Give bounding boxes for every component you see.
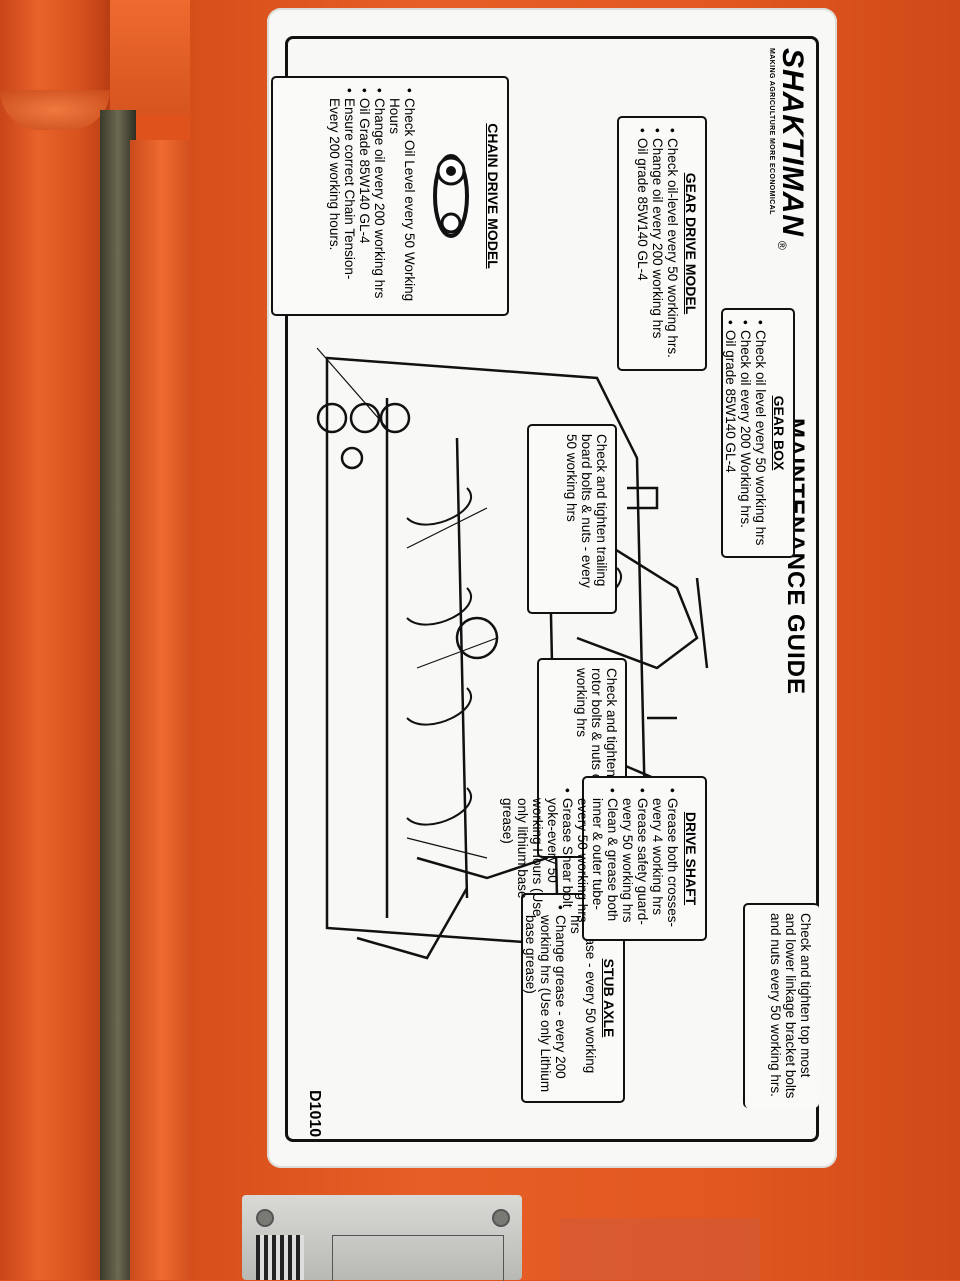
chain-drive-item: Change oil every 200 working hrs	[372, 98, 387, 306]
decal-sheet: SHAKTIMAN ® MAKING AGRICULTURE MORE ECON…	[267, 8, 837, 1168]
serial-plate	[242, 1195, 522, 1281]
trailing-board-text: Check and tighten trailing board bolts &…	[564, 434, 609, 588]
drive-shaft-item: Clean & grease both inner & outer tube-e…	[575, 798, 620, 931]
linkage-note: Check and tighten top most and lower lin…	[743, 903, 819, 1108]
tube-end	[0, 90, 110, 130]
frame-left-tube	[0, 0, 110, 1280]
trailing-board-note: Check and tighten trailing board bolts &…	[527, 424, 617, 614]
gear-drive-item: Change oil every 200 working hrs	[650, 138, 665, 361]
drive-shaft-heading: DRIVE SHAFT	[683, 811, 699, 906]
registered-mark: ®	[775, 241, 789, 250]
stub-axle-item: Grease - every 50 working hrs	[568, 915, 598, 1093]
drive-shaft-item: Grease both crosses- every 4 working hrs	[650, 798, 680, 931]
gear-box-item: Oil grade 85W140 GL-4	[723, 330, 738, 548]
chain-drive-item: Ensure correct Chain Tension- Every 200 …	[327, 98, 357, 306]
gear-box-heading: GEAR BOX	[771, 395, 787, 471]
maintenance-decal: SHAKTIMAN ® MAKING AGRICULTURE MORE ECON…	[237, 0, 849, 1168]
drive-shaft-item: Grease safety guard- every 50 working hr…	[620, 798, 650, 931]
gear-box-panel: GEAR BOX Check oil level every 50 workin…	[721, 308, 795, 558]
frame-beam	[130, 140, 200, 1280]
gear-drive-item: Oil grade 85W140 GL-4	[635, 138, 650, 361]
screw-icon	[492, 1209, 510, 1227]
drive-shaft-item: Grease Shear bolt yoke-every 50 working …	[500, 798, 575, 931]
brand-tagline: MAKING AGRICULTURE MORE ECONOMICAL	[768, 48, 775, 215]
chain-drive-item: Check Oil Level every 50 Working Hours	[387, 98, 417, 306]
stub-axle-item: Change grease - every 200 working hrs (U…	[523, 915, 568, 1093]
brand-logo: SHAKTIMAN ® MAKING AGRICULTURE MORE ECON…	[768, 48, 809, 250]
linkage-text: Check and tighten top most and lower lin…	[768, 913, 813, 1099]
qr-code-icon	[256, 1235, 304, 1280]
paint-stripe	[560, 1218, 760, 1280]
gear-box-item: Check oil level every 50 working hrs	[753, 330, 768, 548]
brand-name: SHAKTIMAN	[776, 48, 809, 237]
chain-drive-item: Oil Grade 85W140 GL-4	[357, 98, 372, 306]
chain-sprocket-icon	[433, 154, 469, 238]
drive-shaft-panel: DRIVE SHAFT Grease both crosses- every 4…	[500, 776, 707, 941]
decal-code: D1010	[306, 1090, 323, 1138]
chain-drive-heading: CHAIN DRIVE MODEL	[485, 123, 501, 269]
gear-box-item: Check oil every 200 Working hrs.	[738, 330, 753, 548]
gear-drive-panel: GEAR DRIVE MODEL Check oil-level every 5…	[617, 116, 707, 371]
gear-drive-heading: GEAR DRIVE MODEL	[683, 172, 699, 315]
screw-icon	[256, 1209, 274, 1227]
chain-drive-panel: CHAIN DRIVE MODEL Check Oil Level every …	[271, 76, 509, 316]
gear-drive-item: Check oil-level every 50 working hrs.	[665, 138, 680, 361]
serial-plate-table	[332, 1235, 504, 1281]
